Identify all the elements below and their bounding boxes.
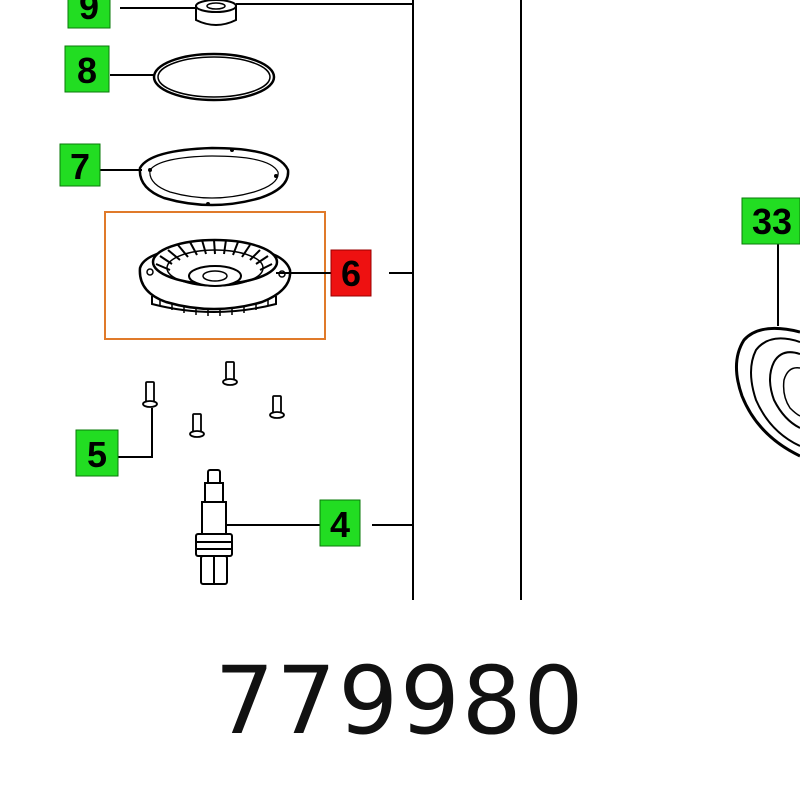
screw-2[interactable] <box>222 361 238 386</box>
callout-5-label: 5 <box>87 434 107 475</box>
part-7-gasket[interactable] <box>138 146 290 207</box>
callout-33-label: 33 <box>752 201 792 242</box>
callout-7[interactable]: 7 <box>59 143 101 187</box>
highlight-box-part-6 <box>104 211 326 340</box>
part-8-o-ring[interactable] <box>152 52 276 102</box>
callout-9-label: 9 <box>79 0 99 27</box>
callout-5[interactable]: 5 <box>75 429 119 477</box>
part-33-seal-ring[interactable] <box>735 326 800 458</box>
leader-line-5 <box>118 408 153 458</box>
part-5-screws[interactable] <box>142 361 285 438</box>
callout-9[interactable]: 9 <box>67 0 111 29</box>
callout-7-label: 7 <box>70 146 90 187</box>
part-6-bearing-flange[interactable] <box>138 238 292 316</box>
callout-4[interactable]: 4 <box>319 499 361 547</box>
screw-3[interactable] <box>269 395 285 419</box>
screw-4[interactable] <box>189 413 205 438</box>
callout-33[interactable]: 33 <box>741 197 800 245</box>
callout-8[interactable]: 8 <box>64 45 110 93</box>
part-number-label: 779980 <box>214 647 586 756</box>
part-9-bushing[interactable] <box>195 0 237 26</box>
callout-6[interactable]: 6 <box>330 249 372 297</box>
part-4-shaft[interactable] <box>195 469 233 585</box>
callout-8-label: 8 <box>77 50 97 91</box>
callout-4-label: 4 <box>330 504 350 545</box>
screw-1[interactable] <box>142 381 158 408</box>
callout-6-label: 6 <box>341 253 361 294</box>
